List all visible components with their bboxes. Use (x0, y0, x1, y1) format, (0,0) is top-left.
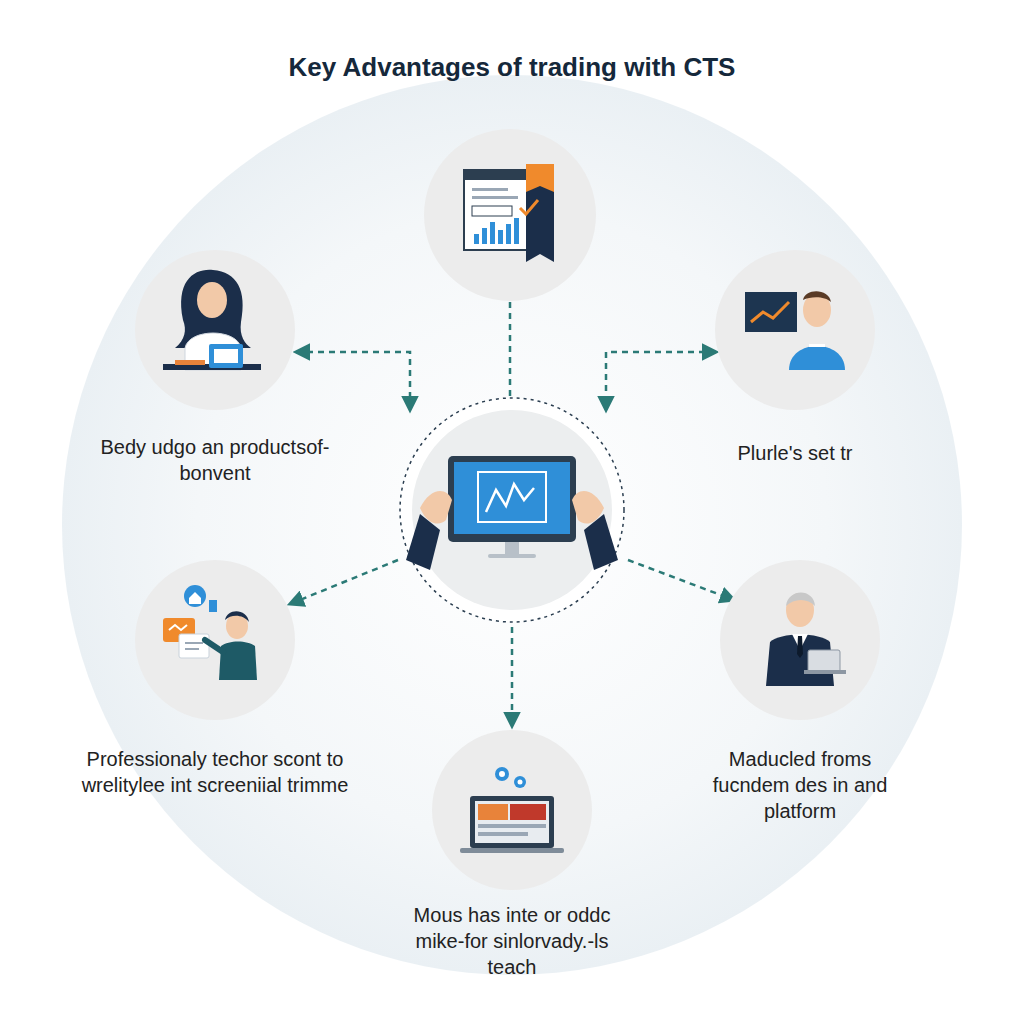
icon (163, 270, 261, 370)
circle-shape (695, 560, 905, 720)
advantage-circle: Maducled froms fucndem des in and platfo… (695, 560, 905, 824)
diagram-title: Key Advantages of trading with CTS (0, 52, 1024, 83)
report-circle (424, 129, 596, 301)
advantage-caption: Professionaly techor scont to wrelitylee… (65, 746, 365, 798)
circle-shape (675, 250, 915, 410)
advantage-circle: Mous has inte or oddc mike-for sinlorvad… (392, 730, 632, 980)
dashed-arrows (290, 302, 734, 726)
icon (163, 585, 257, 680)
advantage-circle: Plurle's set tr (675, 250, 915, 466)
advantage-circle: Bedy udgo an productsof-bonvent (95, 250, 335, 486)
icon (766, 593, 846, 687)
advantage-caption: Maducled froms fucndem des in and platfo… (695, 746, 905, 824)
advantage-circle: Professionaly techor scont to wrelitylee… (65, 560, 365, 798)
circle-shape (65, 560, 365, 720)
center-hub (400, 398, 624, 622)
advantage-caption: Mous has inte or oddc mike-for sinlorvad… (392, 902, 632, 980)
advantage-caption: Bedy udgo an productsof-bonvent (95, 434, 335, 486)
halo-circle (62, 75, 962, 975)
advantage-caption: Plurle's set tr (675, 440, 915, 466)
circle-shape (392, 730, 632, 890)
icon (745, 291, 845, 370)
circle-shape (95, 250, 335, 410)
icon (460, 767, 564, 853)
